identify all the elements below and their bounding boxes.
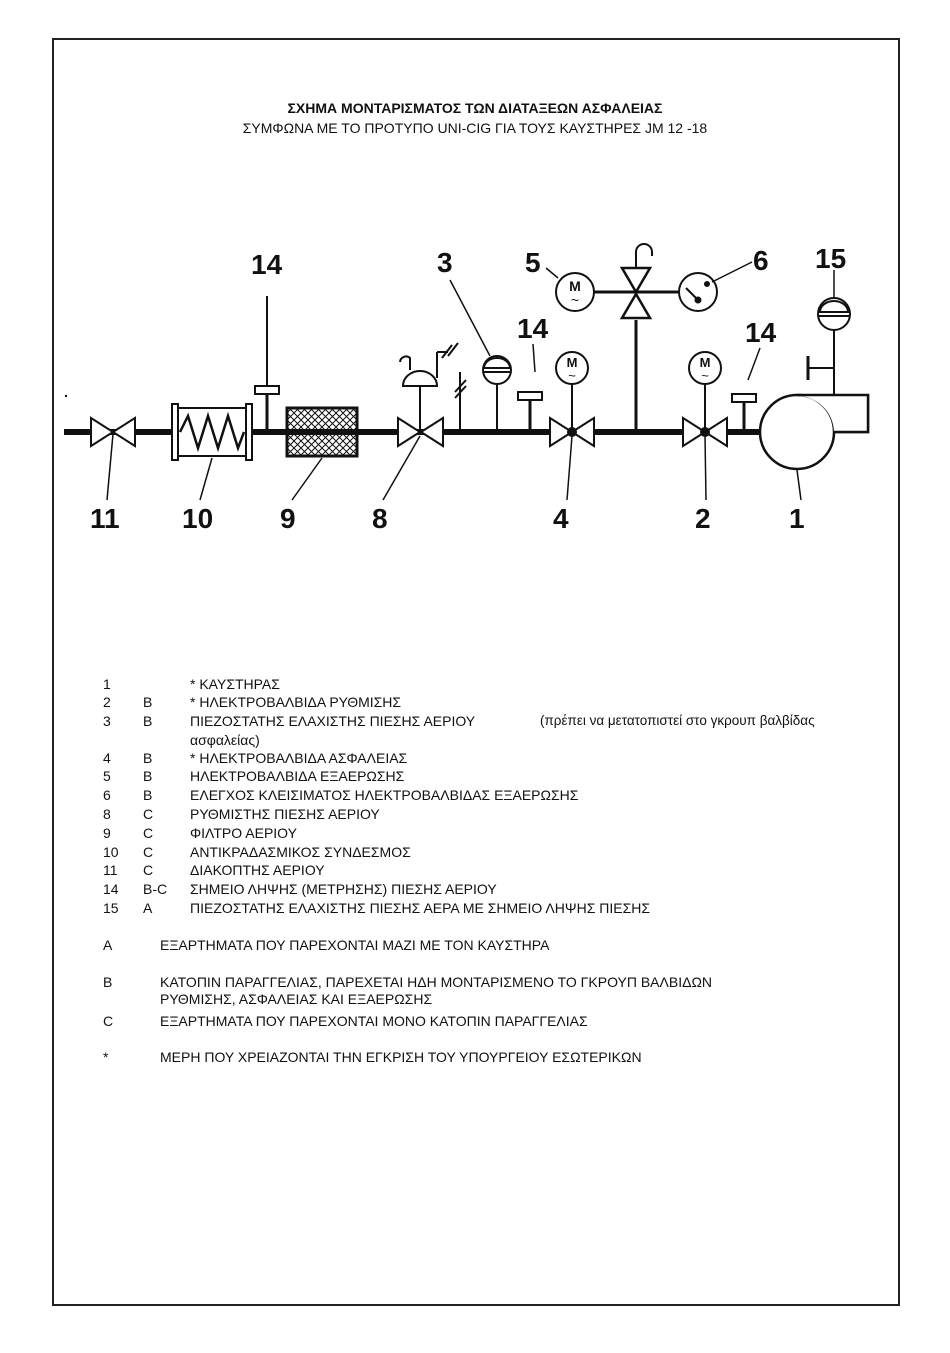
- page-title: ΣΧΗΜΑ ΜΟΝΤΑΡΙΣΜΑΤΟΣ ΤΩΝ ΔΙΑΤΑΞΕΩΝ ΑΣΦΑΛΕ…: [287, 100, 663, 116]
- page-subtitle: ΣΥΜΦΩΝΑ ΜΕ ΤΟ ΠΡΟΤΥΠΟ UNI-CIG ΓΙΑ ΤΟΥΣ Κ…: [242, 120, 708, 136]
- label-3: 3: [437, 247, 453, 278]
- motor-letter-2: M: [700, 355, 711, 370]
- safety-devices-diagram: M ~ M ~ M ~ 11 10 9 8 4 2 1 14 3 14 5 6 …: [64, 243, 870, 534]
- pressure-test-point-14a: [254, 296, 280, 432]
- vent-solenoid-valve-5: [555, 272, 595, 312]
- label-11: 11: [90, 503, 120, 534]
- motor-letter-4: M: [567, 355, 578, 370]
- pressure-regulator-8: [397, 342, 467, 448]
- gas-filter-9: [285, 406, 359, 458]
- motor-wave-5: ~: [571, 292, 579, 308]
- pressure-test-point-14b: [517, 391, 543, 432]
- burner-1: [758, 330, 870, 471]
- label-6: 6: [753, 245, 769, 276]
- gas-cock-valve-11: [90, 416, 136, 448]
- label-9: 9: [280, 503, 296, 534]
- vent-line: [594, 243, 680, 432]
- pressure-test-point-14c: [731, 393, 757, 432]
- leader-lines: [106, 261, 835, 501]
- label-14c: 14: [745, 317, 777, 348]
- motor-wave-4: ~: [568, 368, 576, 383]
- label-14b: 14: [517, 313, 549, 344]
- legend-note: (πρέπει να μετατοπιστεί στο γκρουπ βαλβί…: [540, 713, 815, 728]
- page-frame: [52, 38, 900, 1306]
- label-1: 1: [789, 503, 805, 534]
- label-15: 15: [815, 243, 846, 274]
- safety-solenoid-valve-4: [549, 351, 595, 448]
- air-pressure-switch-15: [817, 297, 851, 331]
- legend-note-continuation: ασφαλείας): [190, 732, 260, 748]
- label-4: 4: [553, 503, 569, 534]
- anti-vibration-joint-10: [171, 403, 253, 461]
- label-2: 2: [695, 503, 711, 534]
- label-5: 5: [525, 247, 541, 278]
- vent-closing-check-6: [678, 272, 718, 312]
- min-gas-pressure-switch-3: [482, 355, 512, 432]
- motor-wave-2: ~: [701, 368, 709, 383]
- label-14a: 14: [251, 249, 283, 280]
- motor-letter-5: M: [569, 278, 581, 294]
- label-10: 10: [182, 503, 213, 534]
- regulating-solenoid-valve-2: [682, 351, 728, 448]
- label-8: 8: [372, 503, 388, 534]
